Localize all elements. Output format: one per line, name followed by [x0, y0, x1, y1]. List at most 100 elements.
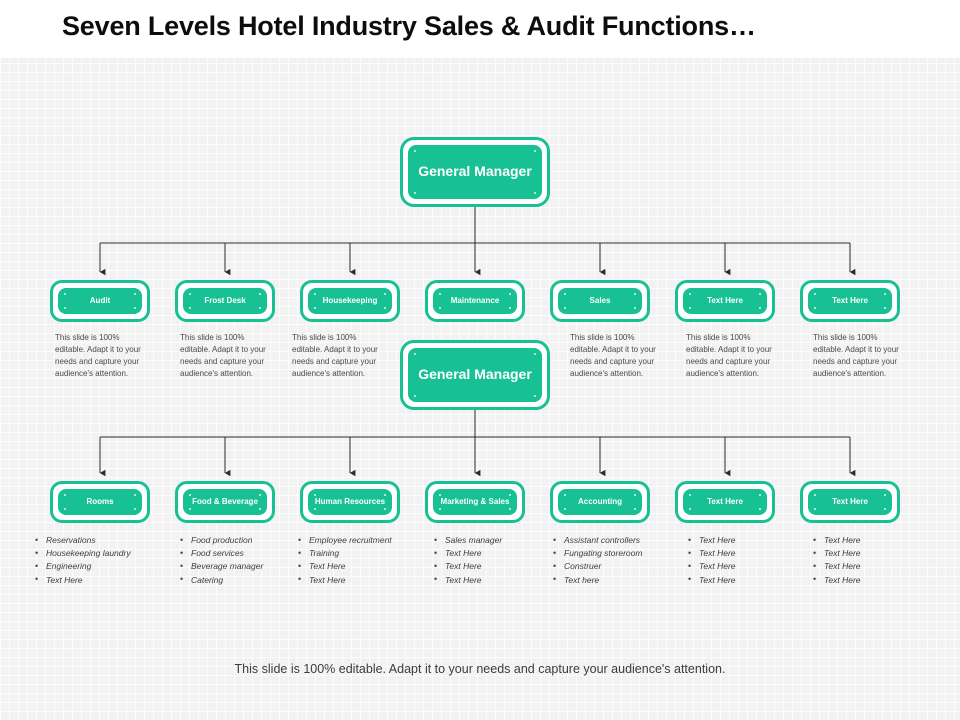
node-plate: Text Here	[683, 288, 767, 314]
list-item: Text here	[551, 573, 663, 587]
corner-dots-icon	[183, 288, 267, 314]
node-general-manager-middle[interactable]: General Manager	[400, 340, 550, 410]
list-item: Text Here	[811, 573, 923, 587]
bullets-accounting: Assistant controllers Fungating storeroo…	[551, 533, 663, 587]
node-label: Accounting	[578, 497, 622, 506]
list-item: Text Here	[811, 533, 923, 547]
corner-dots-icon	[558, 288, 642, 314]
node-text-here-l3-6[interactable]: Text Here	[675, 481, 775, 523]
node-label: Text Here	[832, 296, 868, 305]
list-item: Text Here	[686, 547, 798, 561]
corner-dots-icon	[308, 489, 392, 515]
node-label: Marketing & Sales	[440, 497, 510, 506]
bullets-marketing-and-sales: Sales manager Text Here Text Here Text H…	[432, 533, 544, 587]
node-label: Frost Desk	[204, 296, 246, 305]
node-label: Human Resources	[314, 497, 386, 506]
node-rooms[interactable]: Rooms	[50, 481, 150, 523]
corner-dots-icon	[58, 288, 142, 314]
list-item: Text Here	[432, 573, 544, 587]
list-item: Text Here	[811, 560, 923, 574]
list-item: Reservations	[33, 533, 145, 547]
list-item: Food production	[178, 533, 290, 547]
node-label: Text Here	[707, 497, 743, 506]
corner-dots-icon	[808, 489, 892, 515]
desc-sales: This slide is 100% editable. Adapt it to…	[570, 333, 656, 378]
bullets-text-here-6: Text Here Text Here Text Here Text Here	[686, 533, 798, 587]
node-frost-desk[interactable]: Frost Desk	[175, 280, 275, 322]
node-plate: Food & Beverage	[183, 489, 267, 515]
bullets-food-and-beverage: Food production Food services Beverage m…	[178, 533, 290, 587]
node-maintenance[interactable]: Maintenance	[425, 280, 525, 322]
node-food-and-beverage[interactable]: Food & Beverage	[175, 481, 275, 523]
list-item: Beverage manager	[178, 560, 290, 574]
corner-dots-icon	[808, 288, 892, 314]
list-item: Text Here	[686, 560, 798, 574]
node-label: Food & Beverage	[192, 497, 258, 506]
page-title: Seven Levels Hotel Industry Sales & Audi…	[62, 11, 756, 41]
bullets-text-here-7: Text Here Text Here Text Here Text Here	[811, 533, 923, 587]
corner-dots-icon	[58, 489, 142, 515]
corner-dots-icon	[433, 288, 517, 314]
node-accounting[interactable]: Accounting	[550, 481, 650, 523]
node-audit[interactable]: Audit	[50, 280, 150, 322]
list-item: Sales manager	[432, 533, 544, 547]
list-item: Text Here	[811, 547, 923, 561]
node-plate: Housekeeping	[308, 288, 392, 314]
node-label: Sales	[589, 296, 611, 305]
node-general-manager-root[interactable]: General Manager	[400, 137, 550, 207]
corner-dots-icon	[683, 288, 767, 314]
node-housekeeping[interactable]: Housekeeping	[300, 280, 400, 322]
list-item: Engineering	[33, 560, 145, 574]
corner-dots-icon	[308, 288, 392, 314]
list-item: Text Here	[686, 533, 798, 547]
list-item: Food services	[178, 547, 290, 561]
list-item: Assistant controllers	[551, 533, 663, 547]
list-item: Construer	[551, 560, 663, 574]
footer-note: This slide is 100% editable. Adapt it to…	[234, 662, 726, 676]
node-plate: Frost Desk	[183, 288, 267, 314]
node-text-here-l3-7[interactable]: Text Here	[800, 481, 900, 523]
node-label: Text Here	[707, 296, 743, 305]
title-bar: Seven Levels Hotel Industry Sales & Audi…	[0, 0, 960, 58]
node-sales[interactable]: Sales	[550, 280, 650, 322]
node-plate: Sales	[558, 288, 642, 314]
node-label: Text Here	[832, 497, 868, 506]
list-item: Text Here	[33, 573, 145, 587]
corner-dots-icon	[408, 145, 542, 199]
corner-dots-icon	[558, 489, 642, 515]
node-human-resources[interactable]: Human Resources	[300, 481, 400, 523]
node-plate: Text Here	[808, 288, 892, 314]
list-item: Employee recruitment	[296, 533, 408, 547]
list-item: Text Here	[296, 573, 408, 587]
corner-dots-icon	[408, 348, 542, 402]
list-item: Catering	[178, 573, 290, 587]
list-item: Fungating storeroom	[551, 547, 663, 561]
node-plate: Text Here	[808, 489, 892, 515]
list-item: Text Here	[432, 547, 544, 561]
desc-audit: This slide is 100% editable. Adapt it to…	[55, 333, 141, 378]
list-item: Text Here	[432, 560, 544, 574]
node-plate: General Manager	[408, 145, 542, 199]
list-item: Housekeeping laundry	[33, 547, 145, 561]
node-plate: Text Here	[683, 489, 767, 515]
corner-dots-icon	[183, 489, 267, 515]
node-plate: Maintenance	[433, 288, 517, 314]
node-plate: Marketing & Sales	[433, 489, 517, 515]
corner-dots-icon	[683, 489, 767, 515]
list-item: Training	[296, 547, 408, 561]
node-plate: General Manager	[408, 348, 542, 402]
node-label: Housekeeping	[322, 296, 378, 305]
node-text-here-l2-6[interactable]: Text Here	[675, 280, 775, 322]
desc-housekeeping: This slide is 100% editable. Adapt it to…	[292, 333, 378, 378]
desc-text-here-6: This slide is 100% editable. Adapt it to…	[686, 333, 772, 378]
node-text-here-l2-7[interactable]: Text Here	[800, 280, 900, 322]
bullets-rooms: Reservations Housekeeping laundry Engine…	[33, 533, 145, 587]
list-item: Text Here	[296, 560, 408, 574]
node-plate: Rooms	[58, 489, 142, 515]
node-label: Rooms	[86, 497, 114, 506]
desc-frost-desk: This slide is 100% editable. Adapt it to…	[180, 333, 266, 378]
node-marketing-and-sales[interactable]: Marketing & Sales	[425, 481, 525, 523]
node-label: General Manager	[418, 163, 532, 180]
list-item: Text Here	[686, 573, 798, 587]
